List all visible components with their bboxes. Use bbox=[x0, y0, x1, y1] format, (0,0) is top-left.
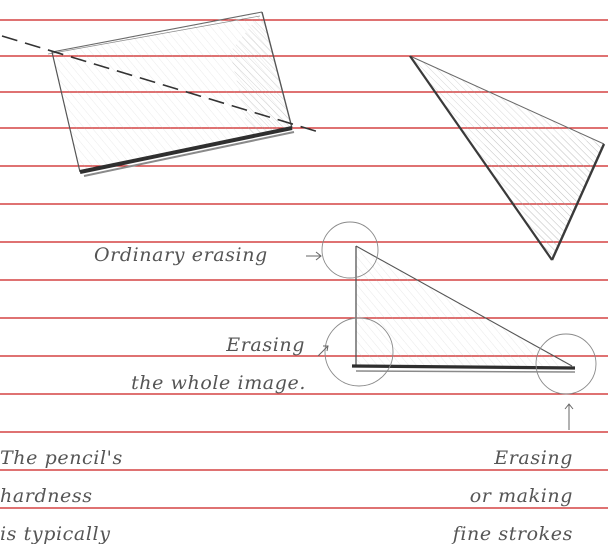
label-pencil-hardness-2: hardness bbox=[0, 487, 93, 506]
arrow-fine bbox=[565, 404, 573, 430]
label-fine-2: or making bbox=[428, 487, 573, 506]
arrow-ordinary bbox=[306, 252, 321, 260]
label-ordinary-erasing: Ordinary erasing bbox=[94, 246, 268, 265]
label-fine-1: Erasing bbox=[448, 449, 573, 468]
label-pencil-hardness-1: The pencil's bbox=[0, 449, 123, 468]
label-whole-image: the whole image. bbox=[98, 374, 306, 393]
erased-triangle bbox=[352, 246, 575, 372]
tilted-rectangle bbox=[48, 12, 294, 176]
label-fine-3: fine strokes bbox=[418, 525, 573, 544]
label-erasing: Erasing bbox=[205, 336, 305, 355]
label-pencil-hardness-3: is typically bbox=[0, 525, 111, 544]
eraser-circle-top bbox=[322, 222, 378, 278]
shaded-triangle bbox=[410, 56, 604, 260]
arrow-whole-image bbox=[318, 346, 328, 356]
